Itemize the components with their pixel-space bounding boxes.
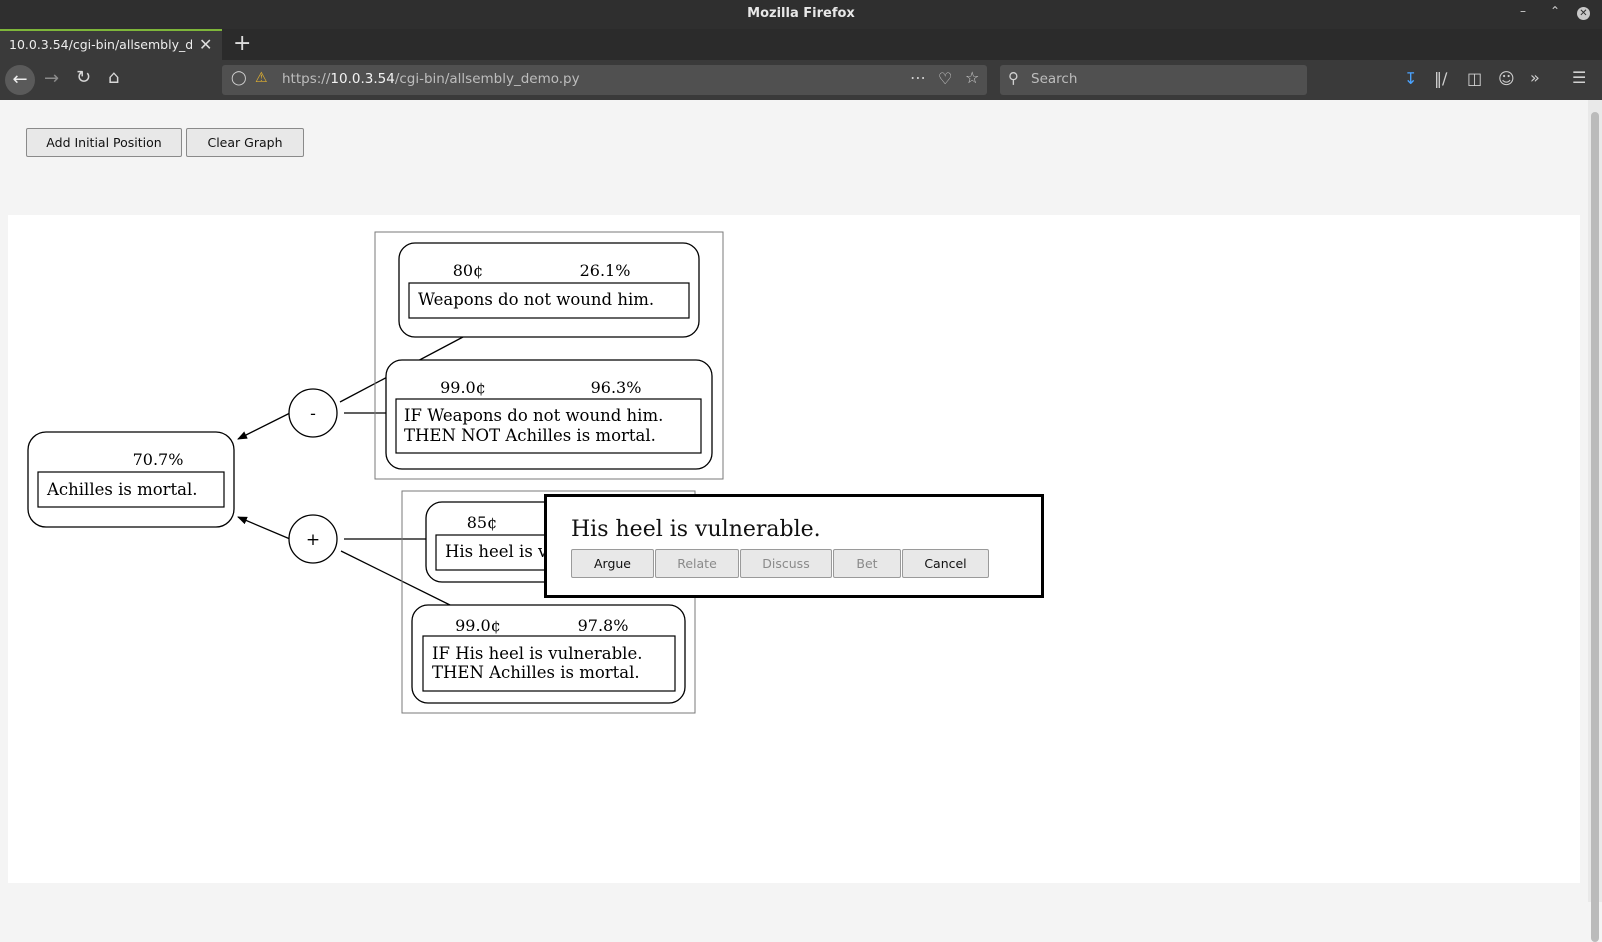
pocket-icon[interactable]: ♡ <box>938 69 953 88</box>
close-tab-icon[interactable]: ✕ <box>199 35 213 54</box>
root-node[interactable]: 70.7% Achilles is mortal. <box>27 431 235 528</box>
tab-allsembly-demo[interactable]: 10.0.3.54/cgi-bin/allsembly_demo.py ✕ <box>0 29 222 60</box>
con-premise-price: 80¢ <box>453 261 484 280</box>
url-text: https://10.0.3.54/cgi-bin/allsembly_demo… <box>282 71 580 87</box>
search-input[interactable]: ⚲ Search <box>1000 65 1307 95</box>
navigation-bar: ← → ↻ ⌂ ◯ ⚠ https://10.0.3.54/cgi-bin/al… <box>0 60 1602 100</box>
url-bar[interactable]: ◯ ⚠ https://10.0.3.54/cgi-bin/allsembly_… <box>222 65 987 95</box>
con-inference-node[interactable]: 99.0¢ 96.3% IF Weapons do not wound him.… <box>385 359 713 470</box>
clear-graph-button[interactable]: Clear Graph <box>186 128 304 157</box>
account-icon[interactable]: ☺ <box>1498 69 1515 88</box>
new-tab-icon[interactable]: + <box>233 31 252 56</box>
con-operator[interactable]: - <box>288 388 338 438</box>
pro-inference-probability: 97.8% <box>578 616 629 635</box>
back-icon[interactable]: ← <box>5 65 35 95</box>
pro-inference-line-1: IF His heel is vulnerable. <box>432 644 642 663</box>
page-actions-icon[interactable]: ⋯ <box>910 68 926 87</box>
con-inference-probability: 96.3% <box>591 378 642 397</box>
argue-button[interactable]: Argue <box>571 549 654 578</box>
node-action-popup: His heel is vulnerable. Argue Relate Dis… <box>544 494 1044 598</box>
con-premise-statement: Weapons do not wound him. <box>418 290 654 309</box>
search-icon: ⚲ <box>1008 69 1019 87</box>
pro-premise-price: 85¢ <box>467 513 498 532</box>
shield-icon[interactable]: ◯ <box>231 70 247 86</box>
pro-group-frame <box>401 490 696 714</box>
con-inference-line-1: IF Weapons do not wound him. <box>404 406 663 425</box>
con-operator-symbol: - <box>310 404 316 424</box>
window-titlebar: Mozilla Firefox – ⌃ ✕ <box>0 0 1602 29</box>
popup-title: His heel is vulnerable. <box>571 517 821 542</box>
con-inference-price: 99.0¢ <box>440 378 486 397</box>
reload-icon[interactable]: ↻ <box>76 67 92 88</box>
root-statement: Achilles is mortal. <box>46 480 198 499</box>
library-icon[interactable]: ‖∕ <box>1434 69 1448 88</box>
graph-edges <box>237 336 464 606</box>
tab-label: 10.0.3.54/cgi-bin/allsembly_demo.py <box>9 37 192 52</box>
hamburger-menu-icon[interactable]: ☰ <box>1572 68 1587 87</box>
bookmark-star-icon[interactable]: ☆ <box>965 68 980 87</box>
add-initial-position-button[interactable]: Add Initial Position <box>26 128 182 157</box>
page-scrollbar[interactable] <box>1588 100 1602 942</box>
tab-bar: 10.0.3.54/cgi-bin/allsembly_demo.py ✕ + <box>0 29 1602 60</box>
insecure-lock-icon[interactable]: ⚠ <box>255 70 268 86</box>
relate-button[interactable]: Relate <box>655 549 739 578</box>
maximize-icon[interactable]: ⌃ <box>1550 4 1561 18</box>
con-premise-node[interactable]: 80¢ 26.1% Weapons do not wound him. <box>398 242 700 338</box>
url-path: /cgi-bin/allsembly_demo.py <box>394 71 580 87</box>
pro-inference-line-2: THEN Achilles is mortal. <box>432 663 640 682</box>
pro-operator[interactable]: + <box>288 514 338 564</box>
pro-inference-node[interactable]: 99.0¢ 97.8% IF His heel is vulnerable. T… <box>411 604 686 704</box>
con-inference-line-2: THEN NOT Achilles is mortal. <box>404 426 656 445</box>
bet-button[interactable]: Bet <box>833 549 901 578</box>
edge-pro-to-root <box>237 516 291 540</box>
minimize-icon[interactable]: – <box>1520 4 1526 18</box>
home-icon[interactable]: ⌂ <box>108 67 120 88</box>
pro-operator-symbol: + <box>306 530 320 550</box>
scrollbar-thumb[interactable] <box>1591 112 1599 942</box>
edge-if-heel-to-pro <box>340 550 451 606</box>
con-premise-probability: 26.1% <box>580 261 631 280</box>
discuss-button[interactable]: Discuss <box>740 549 832 578</box>
pro-inference-price: 99.0¢ <box>455 616 501 635</box>
url-prefix: https:// <box>282 71 331 87</box>
con-group-frame <box>374 231 724 480</box>
overflow-menu-icon[interactable]: » <box>1530 68 1540 87</box>
downloads-icon[interactable]: ↧ <box>1404 69 1418 88</box>
url-host: 10.0.3.54 <box>330 71 395 87</box>
forward-icon[interactable]: → <box>44 68 60 89</box>
sidebar-icon[interactable]: ◫ <box>1467 69 1483 88</box>
close-window-icon[interactable]: ✕ <box>1577 7 1590 20</box>
cancel-button[interactable]: Cancel <box>902 549 989 578</box>
search-placeholder: Search <box>1031 71 1078 87</box>
edge-con-to-root <box>237 412 291 440</box>
window-title: Mozilla Firefox <box>747 6 855 21</box>
root-probability: 70.7% <box>133 450 184 469</box>
